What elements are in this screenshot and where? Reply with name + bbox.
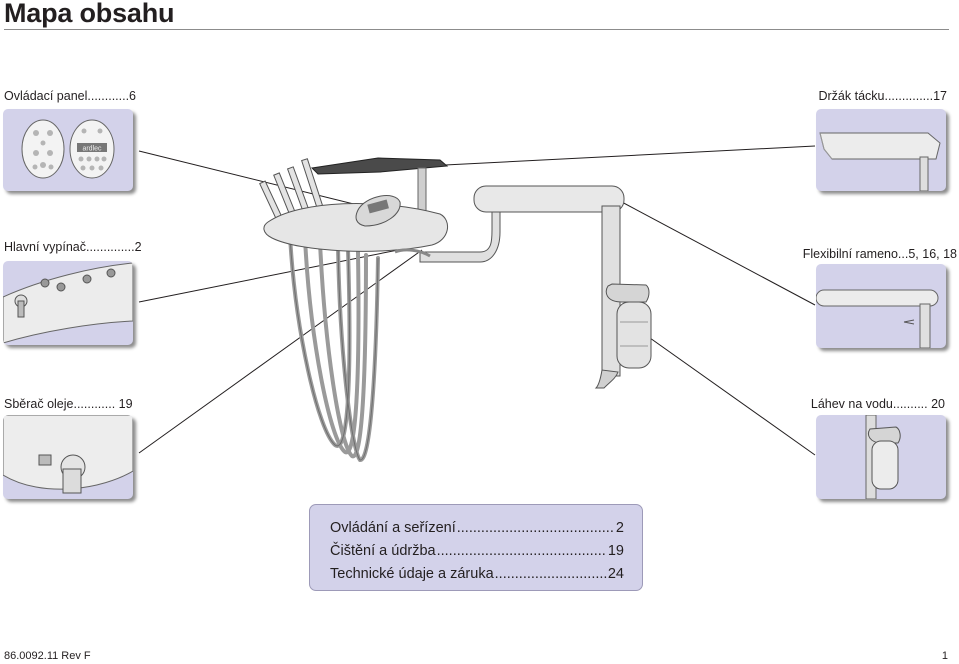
toc-page: 24 bbox=[607, 566, 624, 582]
toc-dot-leader bbox=[457, 517, 615, 540]
leader-main-switch bbox=[138, 249, 399, 303]
toc-label: Ovládání a seřízení bbox=[330, 520, 456, 536]
thumb-flex-arm bbox=[816, 264, 946, 348]
toc-dot-leader bbox=[437, 540, 607, 563]
leader-control-panel bbox=[138, 150, 379, 211]
thumb-water-bottle bbox=[816, 415, 946, 499]
leader-flex-arm bbox=[617, 199, 816, 306]
callout-control-panel: Ovládací panel............6 bbox=[4, 89, 137, 103]
toc-page: 2 bbox=[615, 520, 624, 536]
flexible-arm bbox=[473, 185, 625, 213]
callout-water-bottle: Láhev na vodu.......... 20 bbox=[810, 397, 945, 411]
toc-label: Technické údaje a záruka bbox=[330, 566, 494, 582]
leader-tray-holder bbox=[444, 145, 816, 166]
thumb-tray-holder bbox=[816, 109, 946, 191]
toc-row[interactable]: Čištění a údržba 19 bbox=[330, 540, 624, 563]
toc-row[interactable]: Ovládání a seřízení 2 bbox=[330, 517, 624, 540]
toc-dot-leader bbox=[495, 563, 607, 586]
toc-row[interactable]: Technické údaje a záruka 24 bbox=[330, 563, 624, 586]
panel-brand-label: ardlec bbox=[82, 146, 102, 153]
tray bbox=[310, 157, 449, 175]
water-bottle bbox=[605, 283, 650, 303]
hose-3 bbox=[318, 240, 368, 459]
thumb-oil-collector bbox=[3, 415, 133, 499]
callout-main-switch: Hlavní vypínač..............2 bbox=[4, 240, 142, 254]
toc-label: Čištění a údržba bbox=[330, 543, 436, 559]
thumb-control-panel: ardlec bbox=[3, 109, 133, 191]
title-divider bbox=[4, 29, 949, 30]
callout-tray-holder: Držák tácku..............17 bbox=[818, 89, 947, 103]
leader-water-bottle bbox=[649, 337, 816, 456]
page-title: Mapa obsahu bbox=[4, 0, 175, 28]
toc-box: Ovládání a seřízení 2 Čištění a údržba 1… bbox=[309, 504, 643, 591]
footer-document-code: 86.0092.11 Rev F bbox=[4, 650, 91, 662]
hose-2 bbox=[303, 236, 361, 455]
callout-flex-arm: Flexibilní rameno...5, 16, 18 bbox=[802, 247, 957, 261]
leader-oil-collector bbox=[138, 249, 423, 454]
thumb-main-switch bbox=[3, 261, 133, 345]
toc-page: 19 bbox=[607, 543, 624, 559]
footer-page-number: 1 bbox=[941, 650, 948, 662]
callout-oil-collector: Sběrač oleje............ 19 bbox=[4, 397, 133, 411]
delivery-head bbox=[263, 203, 448, 252]
